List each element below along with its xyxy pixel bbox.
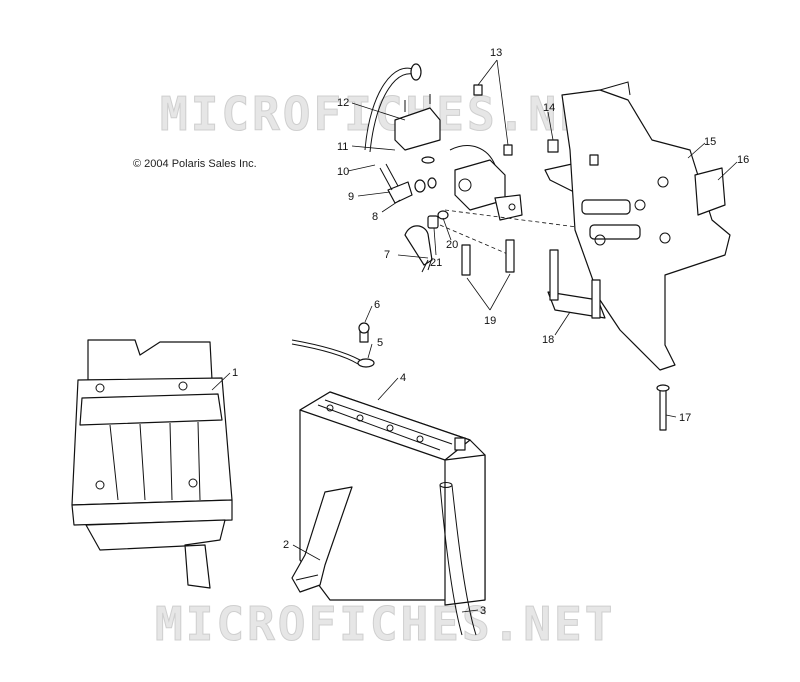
battery-box [71, 339, 233, 589]
callout-6: 6 [374, 299, 380, 311]
callout-12: 12 [337, 97, 349, 109]
callout-1: 1 [232, 367, 238, 379]
callout-9: 9 [348, 191, 354, 203]
vent-tube [439, 482, 477, 636]
callout-18: 18 [542, 334, 554, 346]
battery-cable [291, 322, 375, 368]
callout-5: 5 [377, 337, 383, 349]
callout-11: 11 [337, 141, 348, 153]
callout-4: 4 [400, 372, 406, 384]
callout-21: 21 [430, 257, 442, 269]
leader-lines [211, 59, 738, 613]
callout-15: 15 [704, 136, 716, 148]
copyright-text: © 2004 Polaris Sales Inc. [133, 158, 257, 170]
callout-14: 14 [543, 102, 555, 114]
callout-17: 17 [679, 412, 691, 424]
callout-16: 16 [737, 154, 749, 166]
solenoid-assembly [364, 63, 601, 276]
battery-strap [291, 486, 353, 593]
watermark-bottom: MICROFICHES.NET [155, 597, 615, 651]
watermark-top: MICROFICHES.NET [160, 87, 620, 141]
callout-8: 8 [372, 211, 378, 223]
callout-13: 13 [490, 47, 502, 59]
bracket-assembly [544, 81, 731, 431]
callout-2: 2 [283, 539, 289, 551]
callout-labels: 1 2 3 4 5 6 7 8 9 10 11 12 13 14 15 16 1… [232, 47, 749, 617]
callout-7: 7 [384, 249, 390, 261]
callout-3: 3 [480, 605, 486, 617]
callout-19: 19 [484, 315, 496, 327]
callout-20: 20 [446, 239, 458, 251]
callout-10: 10 [337, 166, 349, 178]
